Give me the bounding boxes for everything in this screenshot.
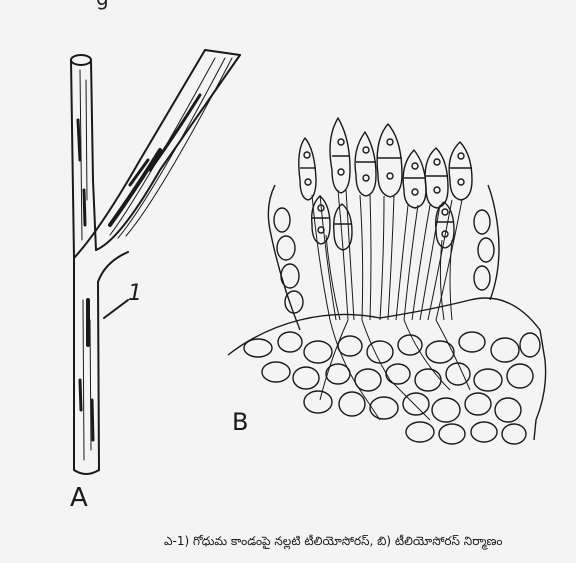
figure-caption: ఎ-1) గోధుమ కాండంపై నల్లటి టీలియోసోరస్, బ… [164,534,503,551]
label-b: B [232,408,248,436]
teliosorus-section-drawing [228,118,546,444]
label-a: A [70,483,88,513]
wheat-stem-drawing [71,50,240,474]
teliospore-stalks [312,190,462,320]
label-1: 1 [128,281,142,306]
